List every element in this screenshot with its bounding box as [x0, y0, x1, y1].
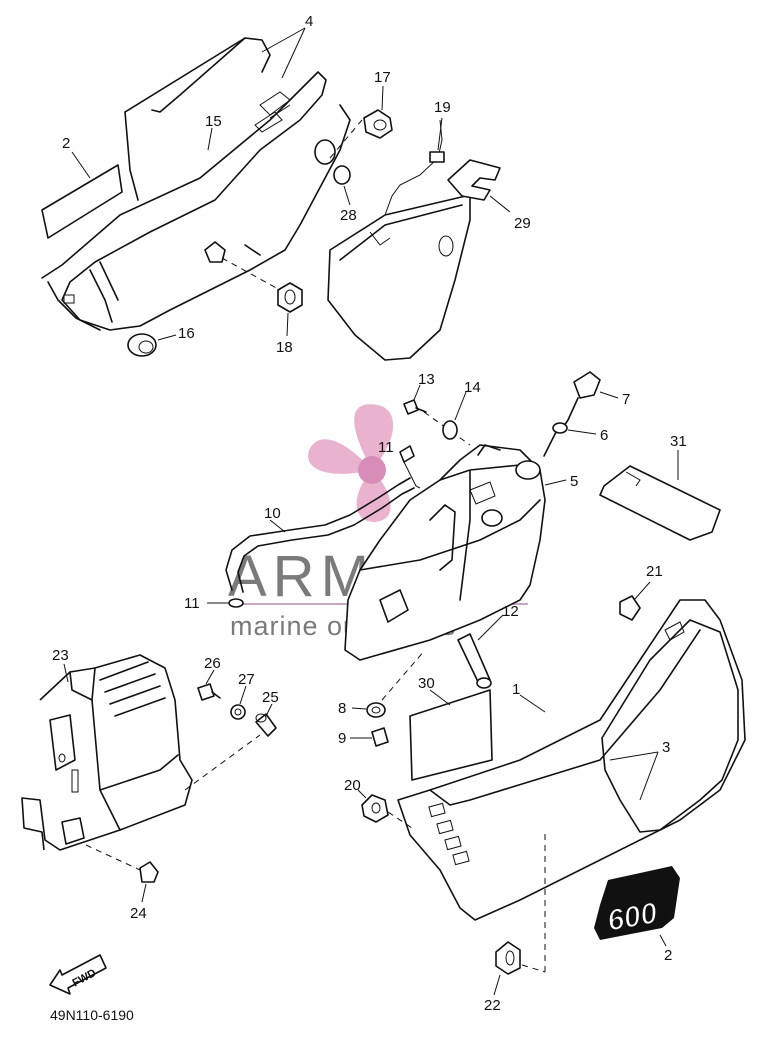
bolt-26: [197, 669, 221, 701]
callout-30: 30: [418, 675, 435, 692]
callout-22: 22: [484, 997, 501, 1014]
callout-27: 27: [238, 671, 255, 688]
leaders-4: [207, 27, 443, 151]
callout-10: 10: [264, 505, 281, 522]
callout-29: 29: [514, 215, 531, 232]
callout-7: 7: [622, 391, 630, 408]
bolt-13: [403, 384, 471, 446]
callout-23: 23: [52, 647, 69, 664]
leaders-3: [609, 751, 659, 801]
callout-24: 24: [130, 905, 147, 922]
nut-24: [139, 861, 159, 903]
callout-16: 16: [178, 325, 195, 342]
bracket-29: [447, 159, 511, 213]
bolt-12: [457, 614, 504, 689]
oil-hose-10: [225, 477, 415, 593]
callout-25: 25: [262, 689, 279, 706]
callout-4: 4: [305, 13, 313, 30]
callout-2-top: 2: [62, 135, 70, 152]
washer-27: [230, 685, 247, 720]
callout-3: 3: [662, 739, 670, 756]
decal-30: [409, 689, 493, 781]
filler-cap-7: [559, 371, 619, 433]
callout-31: 31: [670, 433, 687, 450]
bolt-6: [543, 422, 597, 457]
side-cover-frame-15: [41, 37, 351, 331]
callout-17: 17: [374, 69, 391, 86]
bolt-9: [350, 727, 389, 747]
grommet-20: [357, 789, 416, 831]
callout-20: 20: [344, 777, 361, 794]
pad-31: [599, 450, 721, 541]
oil-tank-5: [344, 444, 567, 661]
collar-part: [314, 119, 363, 206]
callout-28: 28: [340, 207, 357, 224]
callout-8: 8: [338, 700, 346, 717]
side-cover-1: [397, 599, 746, 921]
callout-1: 1: [512, 681, 520, 698]
side-panel-19: [327, 119, 471, 361]
callout-labels: 4 2 15 17 19 28 29 16 18 13 14 7 6 31 11…: [52, 13, 687, 1014]
decal-2-top: [41, 151, 123, 239]
clip-21: [619, 581, 651, 621]
catalog-number: 49N110-6190: [50, 1007, 134, 1023]
callout-13: 13: [418, 371, 435, 388]
callout-12: 12: [502, 603, 519, 620]
grommet-16: [127, 333, 177, 357]
callout-26: 26: [204, 655, 221, 672]
callout-21: 21: [646, 563, 663, 580]
clip-11-lower: [207, 598, 244, 608]
grommet-18: [204, 241, 303, 337]
callout-9: 9: [338, 730, 346, 747]
battery-box-23: [21, 654, 261, 871]
callout-11-lower: 11: [184, 595, 200, 612]
emblem-600-decal: 600: [594, 866, 680, 947]
grommet-17: [363, 85, 393, 139]
grommet-8: [351, 649, 426, 718]
washer-14: [442, 391, 467, 440]
callout-11-upper: 11: [378, 439, 394, 456]
callout-19: 19: [434, 99, 451, 116]
callout-2-bottom: 2: [664, 947, 672, 964]
grommet-22: [493, 830, 546, 996]
callout-15: 15: [205, 113, 222, 130]
clip-11-upper: [399, 445, 421, 489]
fwd-arrow-icon: FWD: [49, 954, 107, 995]
callout-18: 18: [276, 339, 293, 356]
callout-6: 6: [600, 427, 608, 444]
collar-25: [255, 703, 277, 737]
callout-5: 5: [570, 473, 578, 490]
callout-14: 14: [464, 379, 481, 396]
propeller-logo-icon: [308, 404, 394, 522]
